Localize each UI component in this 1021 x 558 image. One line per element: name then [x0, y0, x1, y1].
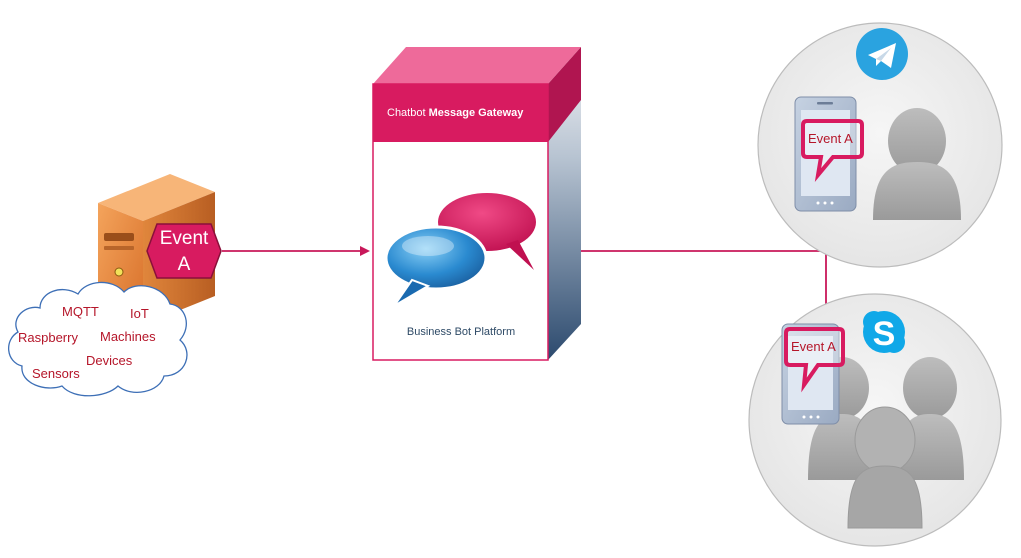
skype-message-text: Event A	[791, 339, 836, 354]
cloud-label-machines: Machines	[100, 329, 156, 344]
skype-letter: S	[873, 315, 896, 353]
cloud-label-sensors: Sensors	[32, 366, 80, 381]
bubble-outline	[801, 119, 864, 182]
gateway-side-header	[548, 47, 581, 142]
telegram-message-bubble: Event A	[801, 119, 864, 182]
phone-speaker	[817, 102, 833, 105]
telegram-icon	[856, 28, 908, 80]
phone-dot	[823, 201, 827, 205]
event-hexagon	[146, 223, 222, 279]
person-head	[888, 108, 946, 174]
phone-dot	[816, 415, 820, 419]
gateway-title-bold: Message Gateway	[429, 107, 525, 119]
bubble-outline	[784, 327, 845, 393]
iot-cloud: MQTT IoT Raspberry Machines Devices Sens…	[8, 281, 188, 397]
telegram-group: Event A	[757, 22, 1003, 268]
server-top	[98, 174, 215, 221]
blue-bubble-tail	[393, 278, 431, 307]
gateway-top-face	[373, 47, 581, 84]
platform-label: Business Bot Platform	[407, 326, 515, 338]
gateway-box: Chatbot Message Gateway Business Bot Pla…	[372, 47, 581, 361]
gateway-title: Chatbot Message Gateway	[387, 107, 524, 119]
telegram-person	[873, 108, 961, 220]
skype-icon-bg	[863, 311, 905, 353]
cloud-shape	[8, 281, 188, 397]
phone-dot	[816, 201, 820, 205]
server-event-badge: Event A	[146, 223, 222, 279]
skype-message-bubble: Event A	[784, 327, 845, 393]
phone-dot	[830, 201, 834, 205]
skype-icon: S	[863, 311, 905, 353]
phone-dot	[802, 415, 806, 419]
skype-person-center	[847, 406, 923, 529]
event-label-line2: A	[178, 254, 191, 275]
phone-dot	[809, 415, 813, 419]
event-label-line1: Event	[160, 228, 209, 249]
telegram-phone	[794, 96, 857, 212]
server-drive-slot	[104, 233, 134, 241]
telegram-plane-fold	[876, 48, 891, 61]
gateway-title-prefix: Chatbot	[387, 107, 429, 119]
cloud-label-raspberry: Raspberry	[18, 330, 78, 345]
cloud-label-iot: IoT	[130, 306, 149, 321]
telegram-message-text: Event A	[808, 131, 853, 146]
skype-group: S Event A	[748, 293, 1002, 547]
server-vent	[104, 246, 134, 250]
blue-bubble-body	[384, 225, 488, 291]
server-power-led	[114, 267, 124, 277]
cloud-label-devices: Devices	[86, 353, 133, 368]
cloud-label-mqtt: MQTT	[62, 304, 99, 319]
person-body	[847, 465, 923, 529]
person-body	[873, 162, 961, 220]
pink-bubble-tail	[506, 240, 534, 270]
person-head	[854, 406, 916, 474]
person-head	[903, 357, 957, 419]
phone-screen	[801, 110, 850, 196]
gateway-header	[373, 84, 548, 142]
blue-bubble-shine	[402, 236, 454, 256]
chat-bubble-blue-icon	[384, 225, 488, 307]
